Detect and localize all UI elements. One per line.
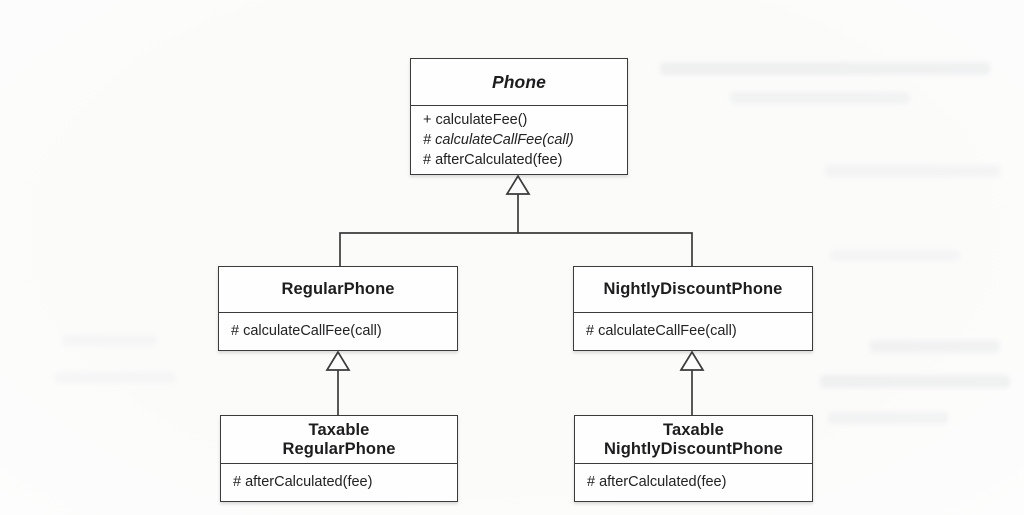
method-calculatecallfee: # calculateCallFee(call) [586,323,737,339]
generalization-fork-line [339,232,693,266]
method-calculatecallfee: # calculateCallFee(call) [231,323,382,339]
method-calculatefee: + calculateFee() [423,112,528,128]
methods-compartment: # afterCalculated(fee) [221,464,457,501]
bleed-artifact [55,372,175,383]
method-aftercalculated: # afterCalculated(fee) [423,152,563,168]
bleed-artifact [660,62,990,75]
bleed-artifact [730,92,910,104]
class-name-label-line1: Taxable [663,420,724,439]
bleed-artifact [825,165,1000,177]
bleed-artifact [62,335,157,346]
class-box-taxablenightlydiscountphone: Taxable NightlyDiscountPhone # afterCalc… [574,415,813,502]
class-box-phone: Phone + calculateFee() # calculateCallFe… [410,58,628,175]
class-box-taxableregularphone: Taxable RegularPhone # afterCalculated(f… [220,415,458,502]
methods-compartment: # calculateCallFee(call) [219,313,457,350]
methods-compartment: # afterCalculated(fee) [575,464,812,501]
bleed-artifact [820,375,1010,388]
generalization-arrowhead-to-nightlydiscountphone [679,350,705,371]
method-aftercalculated: # afterCalculated(fee) [587,474,727,490]
class-box-nightlydiscountphone: NightlyDiscountPhone # calculateCallFee(… [573,266,813,351]
class-name-taxableregularphone: Taxable RegularPhone [221,416,457,464]
generalization-arrowhead-to-regularphone [325,350,351,371]
class-name-label: RegularPhone [281,280,395,298]
bleed-artifact [830,250,960,261]
class-name-label: Phone [492,71,546,92]
method-aftercalculated: # afterCalculated(fee) [233,474,373,490]
class-name-label-line1: Taxable [308,420,370,439]
class-name-phone: Phone [411,59,627,106]
methods-compartment: # calculateCallFee(call) [574,313,812,350]
bleed-artifact [870,340,1000,353]
method-calculatecallfee-abstract: # calculateCallFee(call) [423,132,574,148]
generalization-arrowhead-to-phone [505,174,531,195]
class-box-regularphone: RegularPhone # calculateCallFee(call) [218,266,458,351]
class-name-label-line2: RegularPhone [282,439,396,458]
class-name-label: NightlyDiscountPhone [603,280,783,298]
class-name-nightlydiscountphone: NightlyDiscountPhone [574,267,812,313]
bleed-artifact [828,412,948,424]
methods-compartment: + calculateFee() # calculateCallFee(call… [411,106,627,175]
class-name-label-line2: NightlyDiscountPhone [604,439,783,458]
class-name-regularphone: RegularPhone [219,267,457,313]
class-name-taxablenightlydiscountphone: Taxable NightlyDiscountPhone [575,416,812,464]
